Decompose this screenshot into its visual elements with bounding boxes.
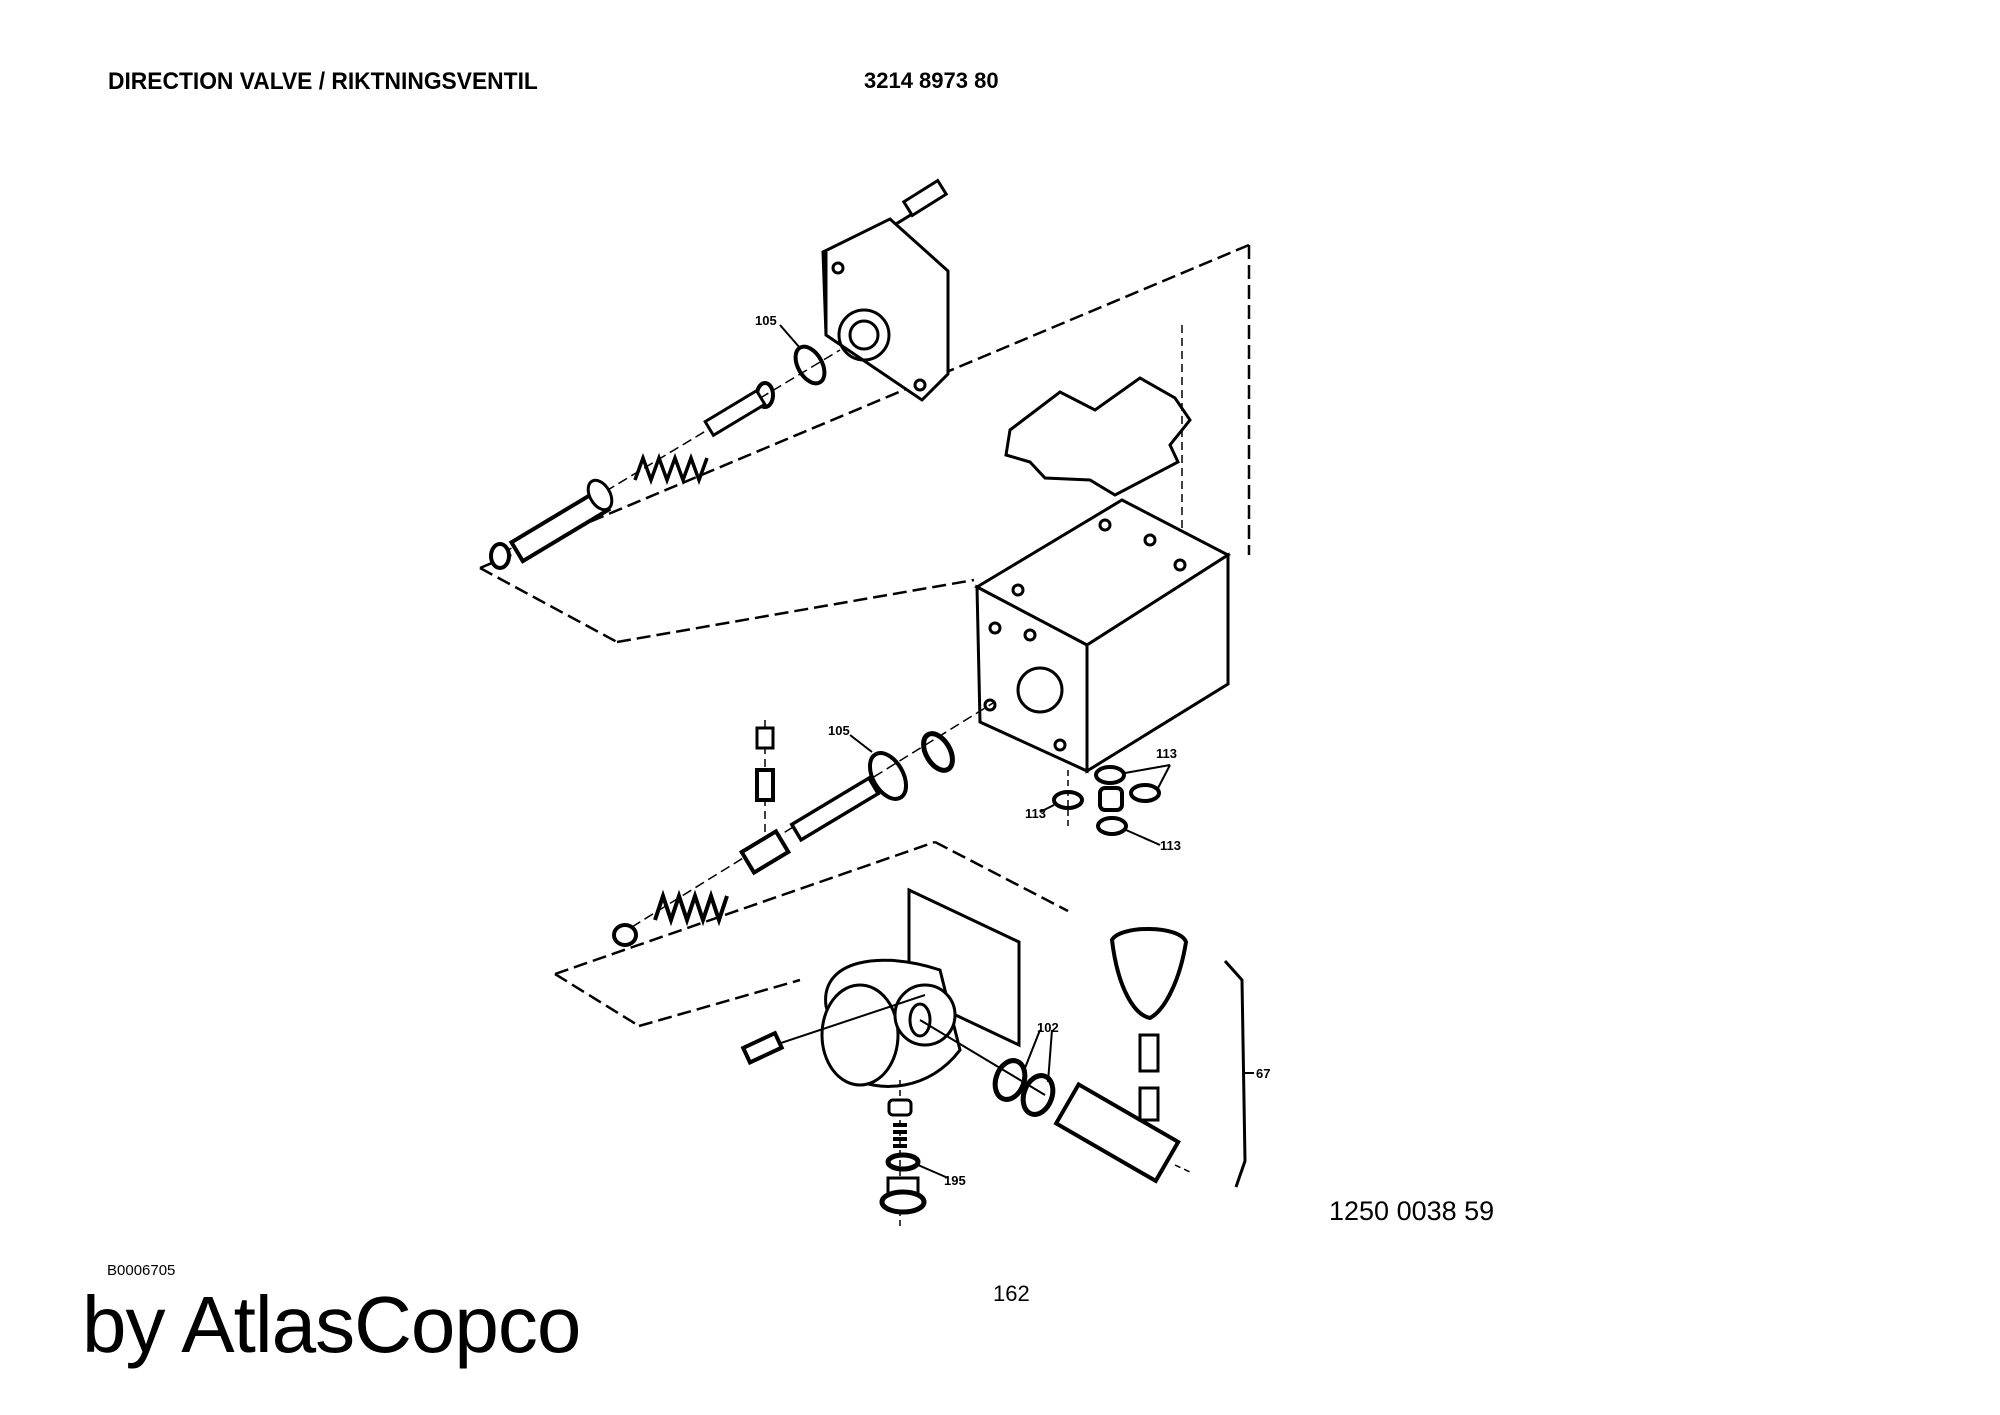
lever-handle xyxy=(1053,927,1254,1188)
lever-housing xyxy=(740,887,1046,1096)
callout-195: 195 xyxy=(944,1173,966,1188)
callout-105-top: 105 xyxy=(755,313,777,328)
callout-67: 67 xyxy=(1256,1066,1270,1081)
o-rings-113 xyxy=(1039,764,1171,846)
plug-195 xyxy=(879,1080,949,1230)
part-number: 3214 8973 80 xyxy=(864,68,999,93)
page-number: 162 xyxy=(993,1281,1030,1306)
valve-body xyxy=(973,498,1231,774)
top-spool-assembly xyxy=(489,349,841,570)
assembly-outline-top xyxy=(479,243,1251,644)
main-spool-assembly xyxy=(612,702,994,947)
gasket xyxy=(1004,325,1192,560)
image-id: B0006705 xyxy=(107,1262,176,1279)
assembly-outline-bottom xyxy=(554,840,1069,1028)
callout-113-c: 113 xyxy=(1160,838,1181,853)
drawing-number: 1250 0038 59 xyxy=(1329,1196,1495,1226)
page-title: DIRECTION VALVE / RIKTNINGSVENTIL xyxy=(108,68,538,95)
callout-102: 102 xyxy=(1037,1020,1059,1035)
brand-logo-text: by AtlasCopco xyxy=(82,1280,581,1369)
callout-105-mid: 105 xyxy=(828,723,850,738)
top-cover xyxy=(821,217,950,402)
callout-113-a: 113 xyxy=(1156,746,1177,761)
o-rings-105 xyxy=(779,324,909,801)
seals-102 xyxy=(992,1029,1056,1117)
callout-113-b: 113 xyxy=(1025,806,1046,821)
